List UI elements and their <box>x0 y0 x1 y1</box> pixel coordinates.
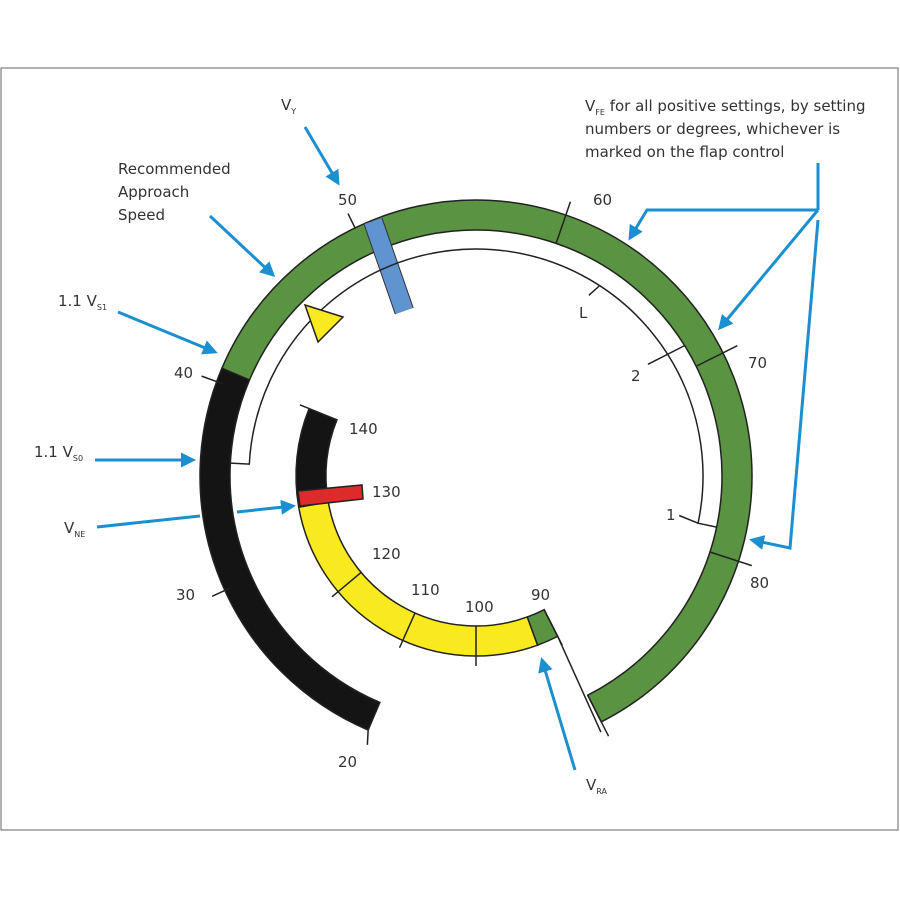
vra-arrow <box>538 657 577 771</box>
flap-tick-2 <box>647 344 685 366</box>
scale-label-140: 140 <box>349 420 378 438</box>
scale-label-100: 100 <box>465 598 494 616</box>
approach-speed-triangle <box>303 303 345 344</box>
tick-green-end <box>587 694 610 737</box>
vne-label: VNE <box>64 519 85 539</box>
yellow-arc <box>297 501 539 657</box>
scale-label-20: 20 <box>338 753 357 771</box>
spiral-connector-line <box>557 636 602 733</box>
tick-140 <box>299 404 310 410</box>
vfe-arrow-70 <box>718 209 820 331</box>
tick-120 <box>331 571 362 598</box>
vne-arrow-tail <box>96 514 201 529</box>
tick-70 <box>695 345 738 367</box>
scale-label-30: 30 <box>176 586 195 604</box>
scale-label-90: 90 <box>531 586 550 604</box>
vfe-label-1: VFE for all positive settings, by settin… <box>585 97 866 117</box>
approach-label-2: Approach <box>118 183 189 201</box>
flap-tick-L <box>588 285 601 296</box>
vra-label: VRA <box>586 776 608 796</box>
vfe-arrow-80 <box>749 219 820 550</box>
black-arc-inner <box>295 407 338 509</box>
diagram-frame <box>0 67 899 831</box>
flap-tick-1 <box>678 514 699 524</box>
vne-red-bar <box>297 484 364 507</box>
scale-label-70: 70 <box>748 354 767 372</box>
vy-arrow <box>303 126 340 186</box>
approach-arrow <box>208 214 276 278</box>
flap-range-arc <box>230 248 717 528</box>
tick-50 <box>347 213 356 229</box>
scale-label-60: 60 <box>593 191 612 209</box>
vs1-arrow <box>117 310 218 355</box>
green-arc <box>220 199 753 723</box>
tick-110 <box>398 612 416 649</box>
tick-60 <box>555 201 572 244</box>
tick-40 <box>201 375 223 385</box>
scale-label-80: 80 <box>750 574 769 592</box>
tick-80 <box>709 551 753 567</box>
scale-label-110: 110 <box>411 581 440 599</box>
vs1-label: 1.1 VS1 <box>58 292 107 312</box>
vy-label: VY <box>281 96 296 116</box>
flap-label-2: 2 <box>631 367 641 385</box>
vne-arrow <box>236 499 296 515</box>
vfe-label-3: marked on the flap control <box>585 143 784 161</box>
green-arc-inner <box>526 608 559 647</box>
scale-label-130: 130 <box>372 483 401 501</box>
scale-label-50: 50 <box>338 191 357 209</box>
flap-label-L: L <box>579 304 588 322</box>
tick-20 <box>366 730 369 745</box>
scale-label-120: 120 <box>372 545 401 563</box>
vfe-arrow-60 <box>628 208 818 241</box>
scale-label-40: 40 <box>174 364 193 382</box>
tick-30 <box>211 587 231 597</box>
vs0-label: 1.1 VS0 <box>34 443 83 463</box>
flap-label-1: 1 <box>666 506 676 524</box>
approach-label-3: Speed <box>118 206 165 224</box>
vfe-label-2: numbers or degrees, whichever is <box>585 120 840 138</box>
approach-label-1: Recommended <box>118 160 231 178</box>
